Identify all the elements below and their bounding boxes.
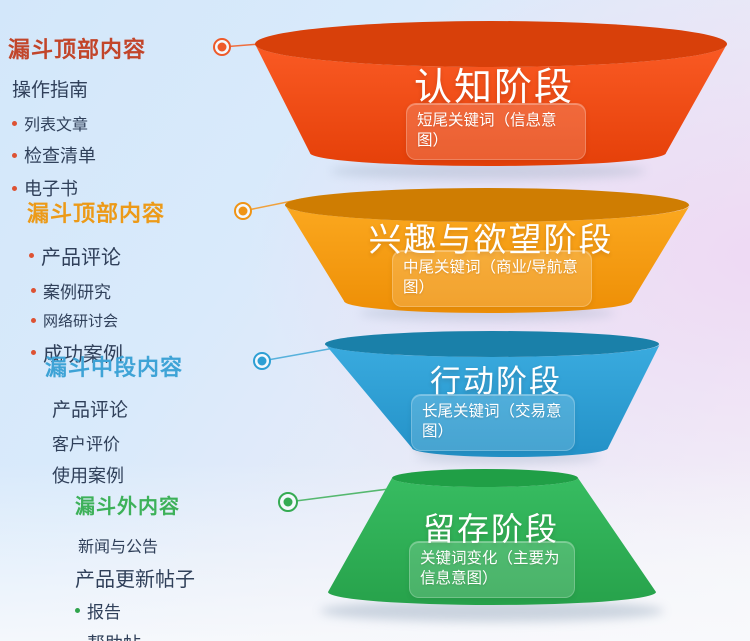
list-item: 成功案例 — [31, 338, 165, 367]
bullet-dot — [31, 288, 36, 293]
stage-keyword-note-action: 长尾关键词（交易意 图） — [411, 394, 575, 451]
side-group-outside-funnel: 漏斗外内容 新闻与公告 产品更新帖子 报告 帮助帖 — [75, 490, 195, 641]
list-item: 产品评论 — [52, 400, 129, 421]
list-item: 电子书 — [12, 175, 146, 201]
list-item: 新闻与公告 — [78, 539, 159, 556]
bullet-dot — [31, 350, 36, 355]
bullet-dot — [29, 253, 34, 258]
list-item: 使用案例 — [52, 466, 124, 486]
side-group-top-funnel-1: 漏斗顶部内容 操作指南 列表文章 检查清单 电子书 — [8, 32, 146, 201]
funnel-tier-interest-desire — [285, 188, 690, 313]
list-item: 帮助帖 — [75, 630, 195, 641]
bullet-dot — [75, 608, 80, 613]
funnel-tier-awareness — [255, 21, 727, 166]
shadow-tier-4 — [320, 600, 664, 622]
list-item: 客户评价 — [52, 435, 120, 454]
bullet-dot — [31, 318, 36, 323]
list-item: 网络研讨会 — [31, 310, 165, 331]
group-title: 漏斗外内容 — [75, 496, 180, 518]
list-item: 列表文章 — [12, 111, 146, 135]
list-item: 案例研究 — [31, 278, 165, 303]
stage-title-interest-desire: 兴趣与欲望阶段 — [368, 221, 614, 258]
stage-keyword-note-interest-desire: 中尾关键词（商业/导航意 图） — [392, 250, 592, 307]
bullet-dot — [12, 120, 17, 126]
list-item: 产品评论 — [29, 241, 165, 270]
connector-dot-3 — [253, 352, 271, 370]
shadow-tier-1 — [330, 162, 646, 180]
stage-title-action: 行动阶段 — [430, 364, 562, 399]
group-title: 漏斗中段内容 — [45, 355, 184, 380]
stage-title-retention: 留存阶段 — [422, 511, 560, 547]
list-item: 产品更新帖子 — [75, 569, 195, 591]
stage-title-awareness: 认知阶段 — [413, 67, 575, 109]
funnel-tier-action — [325, 331, 660, 457]
list-item: 操作指南 — [12, 80, 89, 101]
connector-line-3 — [261, 346, 341, 362]
connector-dot-4 — [278, 492, 298, 512]
side-group-top-funnel-2: 漏斗顶部内容 产品评论 案例研究 网络研讨会 成功案例 — [27, 196, 165, 367]
list-item: 报告 — [75, 598, 195, 623]
connector-line-4 — [287, 487, 397, 503]
side-group-mid-funnel: 漏斗中段内容 产品评论 客户评价 使用案例 — [45, 350, 183, 488]
connector-dot-1 — [213, 38, 231, 56]
bullet-dot — [12, 152, 17, 158]
stage-keyword-note-awareness: 短尾关键词（信息意 图） — [406, 103, 586, 160]
group-title: 漏斗顶部内容 — [8, 37, 147, 62]
bullet-dot — [12, 185, 17, 191]
list-item: 检查清单 — [12, 142, 146, 168]
group-title: 漏斗顶部内容 — [27, 201, 166, 226]
funnel-tier-retention — [328, 469, 656, 605]
stage-keyword-note-retention: 关键词变化（主要为 信息意图） — [409, 541, 575, 598]
connector-dot-2 — [234, 202, 252, 220]
